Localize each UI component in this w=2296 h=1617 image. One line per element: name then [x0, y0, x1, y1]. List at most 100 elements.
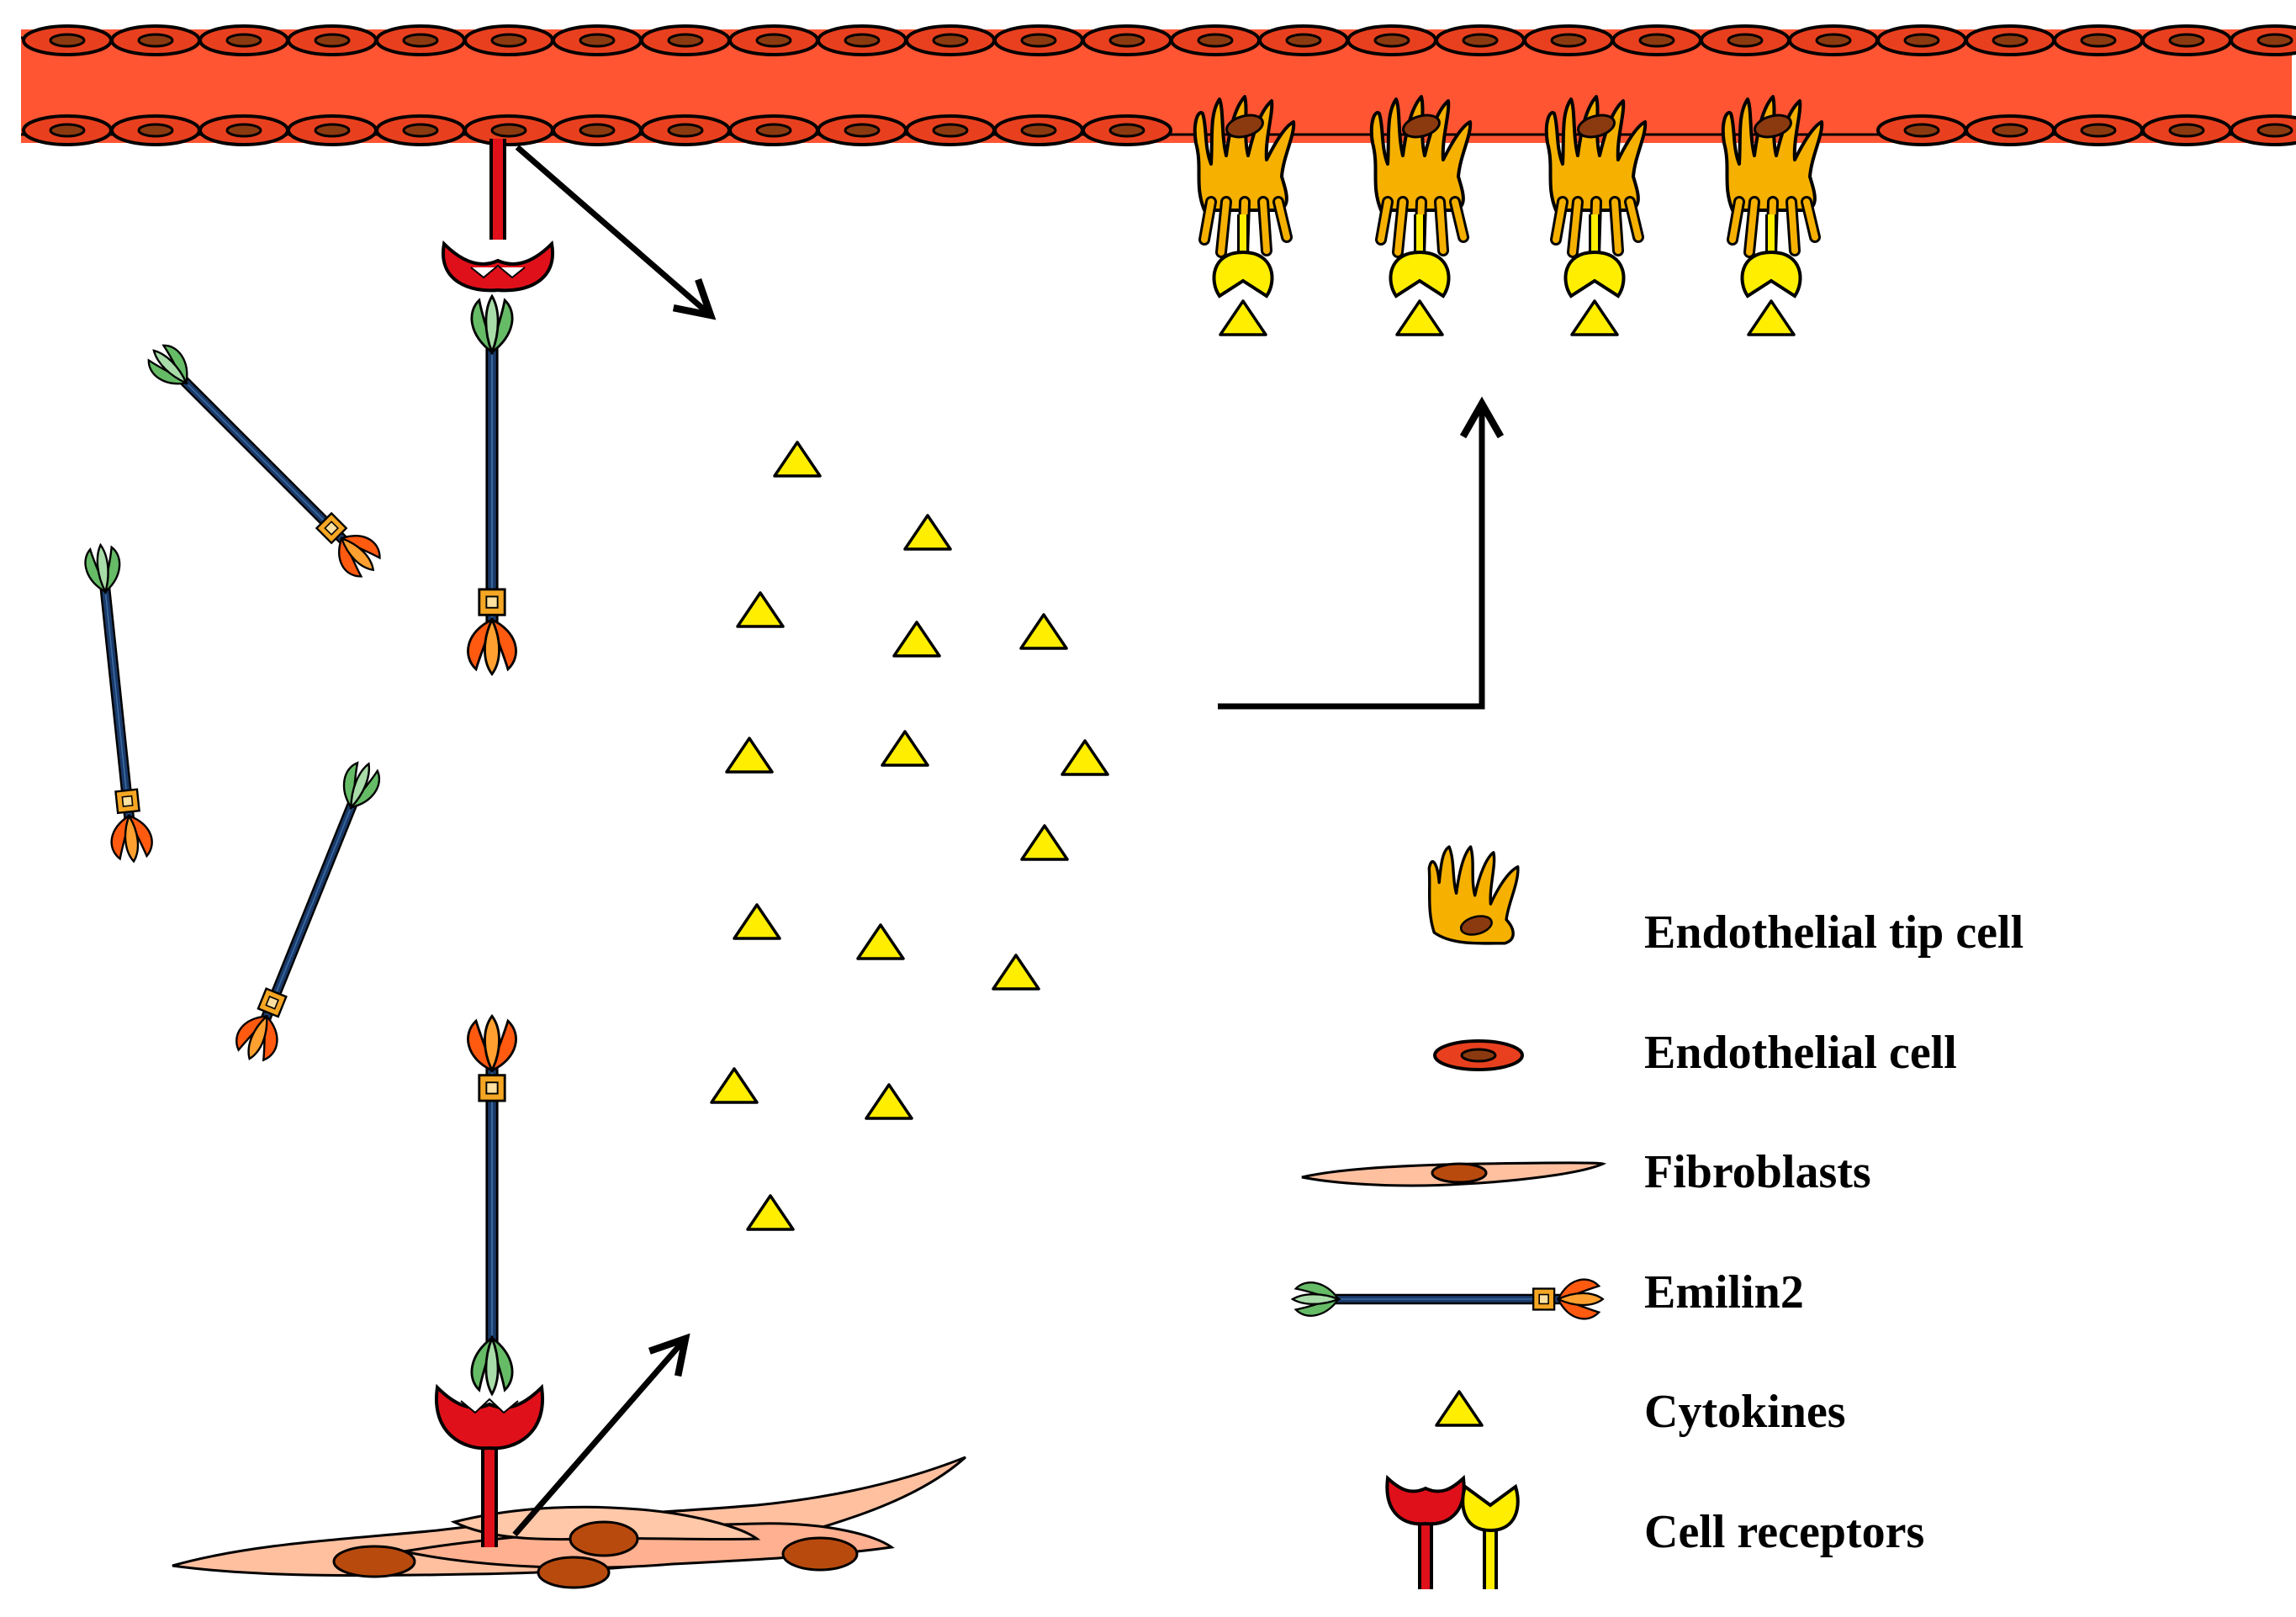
legend-label-cytokines: Cytokines: [1644, 1386, 1846, 1438]
endothelial-cell: [817, 24, 907, 56]
arrow-fibroblast-to-cytokines: [512, 1333, 690, 1537]
endothelial-cell: [1082, 24, 1172, 56]
endothelial-cell: [1700, 24, 1791, 56]
yellow-receptor: [1563, 250, 1626, 299]
endothelial-cell: [1082, 114, 1172, 146]
legend-receptors-icon: [1385, 1474, 1520, 1589]
cytokine: [736, 591, 785, 628]
endothelial-cell: [728, 114, 819, 146]
endothelial-cell: [2053, 24, 2144, 56]
legend-fibroblast-icon: [1301, 1161, 1607, 1187]
legend-cytokine-icon: [1435, 1390, 1484, 1427]
endothelial-cell: [375, 24, 466, 56]
cytokine: [865, 1083, 913, 1120]
endothelial-cell: [1965, 24, 2055, 56]
cytokine-bound: [1219, 299, 1267, 336]
emilin2-free-1: [140, 336, 387, 584]
fibroblast-receptor-complex: [434, 1016, 545, 1547]
legend-label-fibroblasts: Fibroblasts: [1644, 1146, 1871, 1198]
cytokine: [710, 1067, 759, 1104]
cytokine: [725, 737, 774, 774]
endothelial-cell: [1788, 24, 1879, 56]
endothelial-cell: [2230, 114, 2296, 146]
endothelial-cell: [1611, 24, 1702, 56]
red-receptor-cup-lower: [434, 1383, 545, 1451]
endothelial-cell: [287, 24, 378, 56]
cytokine: [892, 621, 941, 658]
fibroblast-cluster: [172, 1456, 967, 1589]
legend-label-tip-cell: Endothelial tip cell: [1644, 906, 2024, 959]
cytokine: [856, 923, 905, 960]
cytokine: [773, 441, 822, 478]
cytokine-bound: [1570, 299, 1619, 336]
endothelial-cell: [1346, 24, 1437, 56]
endothelial-cell: [1435, 24, 1526, 56]
tip-cell-complex: [1547, 97, 1645, 336]
endothelial-cell: [1876, 24, 1967, 56]
cytokine: [746, 1194, 795, 1231]
endothelial-cell: [463, 114, 554, 146]
cytokine: [881, 730, 929, 767]
cytokine: [992, 954, 1040, 991]
endothelial-cell: [728, 24, 819, 56]
endothelial-cell: [2053, 114, 2144, 146]
legend-endothelial-cell-icon: [1433, 1039, 1524, 1071]
vessel-receptor-complex: [441, 139, 555, 674]
arrow-vessel-to-cytokines: [515, 145, 717, 320]
arrows: [512, 145, 1505, 1537]
endothelial-cell: [198, 24, 289, 56]
cytokine: [1061, 739, 1109, 776]
cytokine-bound: [1395, 299, 1444, 336]
endothelial-cell: [552, 114, 643, 146]
legend-tip-cell-icon: [1427, 845, 1520, 945]
legend-label-receptors: Cell receptors: [1644, 1506, 1924, 1558]
endothelial-row-top: [22, 24, 2296, 56]
endothelial-cell: [905, 24, 996, 56]
emilin2-bound-bottom: [468, 1016, 516, 1393]
endothelial-cell: [640, 114, 731, 146]
endothelial-cell: [1170, 24, 1261, 56]
endothelial-cell: [22, 114, 113, 146]
endothelial-cell: [1965, 114, 2055, 146]
emilin2-free-3: [230, 756, 387, 1066]
endothelial-cell: [110, 24, 201, 56]
emilin2-bound-top: [468, 296, 516, 674]
endothelial-cell: [552, 24, 643, 56]
cytokine: [733, 903, 781, 940]
endothelial-cell: [993, 114, 1084, 146]
endothelial-cell: [110, 114, 201, 146]
yellow-receptor: [1740, 250, 1802, 299]
endothelial-cell: [2230, 24, 2296, 56]
legend-label-endothelial-cell: Endothelial cell: [1644, 1027, 1957, 1079]
legend-label-emilin2: Emilin2: [1644, 1266, 1804, 1318]
tip-cell-complex: [1195, 97, 1293, 336]
emilin2-free-2: [81, 543, 154, 864]
endothelial-cell: [2141, 24, 2232, 56]
endothelial-cell: [905, 114, 996, 146]
cytokine: [1019, 613, 1068, 650]
endothelial-cell: [2141, 114, 2232, 146]
yellow-receptor: [1389, 250, 1451, 299]
cytokine: [1020, 824, 1069, 861]
endothelial-row-bottom: [22, 114, 2296, 146]
cytokine-cloud: [710, 441, 1109, 1231]
endothelial-cell: [640, 24, 731, 56]
tip-cell-complex: [1723, 97, 1822, 336]
arrow-cytokines-to-tipcells: [1218, 396, 1505, 710]
yellow-receptor: [1212, 250, 1274, 299]
endothelial-cell: [1523, 24, 1614, 56]
endothelial-cell: [22, 24, 113, 56]
endothelial-cell: [463, 24, 554, 56]
endothelial-cell: [375, 114, 466, 146]
cytokine-bound: [1747, 299, 1796, 336]
cytokine: [903, 514, 952, 551]
endothelial-cell: [817, 114, 907, 146]
tip-cell-complex: [1372, 97, 1470, 336]
endothelial-cell: [287, 114, 378, 146]
legend: Endothelial tip cell Endothelial cell Fi…: [1293, 845, 2024, 1589]
legend-emilin2-icon: [1293, 1280, 1603, 1319]
endothelial-cell: [1876, 114, 1967, 146]
endothelial-cell: [198, 114, 289, 146]
endothelial-cell: [1258, 24, 1349, 56]
